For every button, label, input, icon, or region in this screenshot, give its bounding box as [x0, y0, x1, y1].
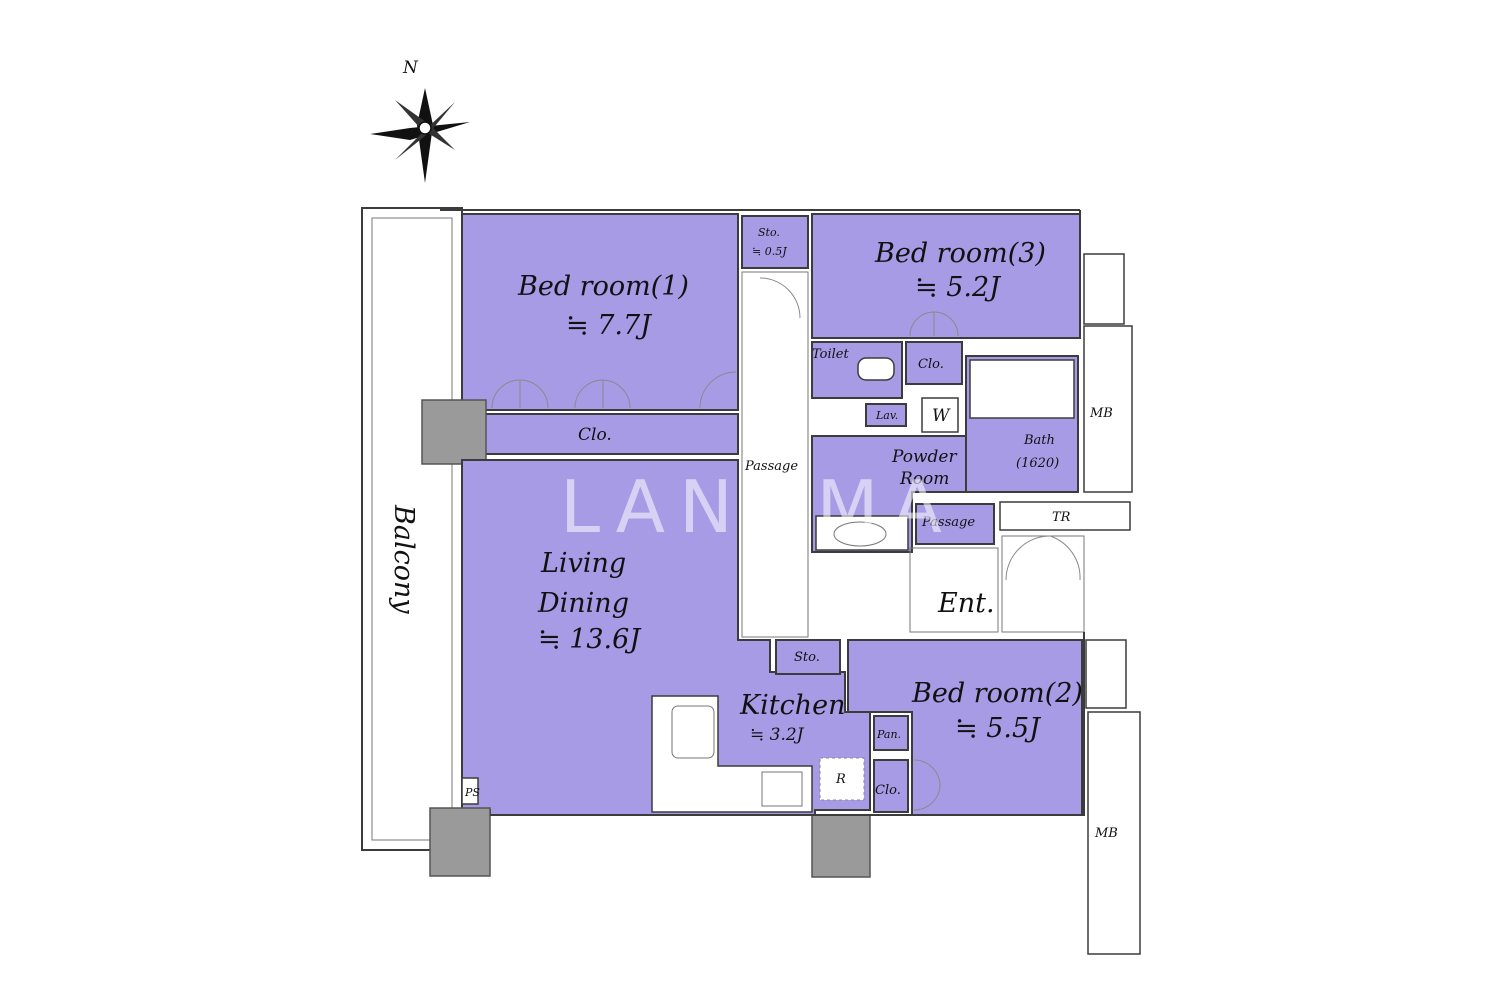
- toilet-icon: [857, 357, 895, 381]
- storage-kitchen: [775, 639, 841, 675]
- kitchen-name: Kitchen: [739, 690, 846, 721]
- kitchen-counter: [651, 695, 813, 813]
- sink-icon: [671, 705, 715, 759]
- living-size: ≒ 13.6J: [538, 624, 642, 655]
- pantry-label: Pan.: [876, 728, 901, 741]
- basin-icon: [833, 521, 887, 547]
- kitchen-size: ≒ 3.2J: [750, 725, 805, 745]
- compass-rose-icon: N: [370, 58, 470, 183]
- stove-icon: [761, 771, 803, 807]
- bath-label-2: (1620): [1016, 456, 1059, 471]
- pipe-space: [461, 777, 479, 805]
- structural-column: [421, 399, 487, 465]
- toilet-label: Toilet: [812, 347, 849, 362]
- bedroom-1: [461, 213, 739, 411]
- bedroom-1-size: ≒ 7.7J: [566, 310, 653, 341]
- meter-box-upper-label: MB: [1089, 406, 1113, 421]
- refrigerator: [819, 757, 865, 801]
- bedroom-1-name: Bed room(1): [517, 271, 689, 302]
- bath-label-1: Bath: [1023, 433, 1055, 448]
- balcony: Balcony: [361, 207, 463, 851]
- dining-name: Dining: [537, 588, 629, 619]
- meter-box-lower-label: MB: [1094, 826, 1118, 841]
- refrigerator-label: R: [835, 772, 846, 787]
- passage-label: Passage: [744, 459, 798, 474]
- watermark: LANDMA: [560, 465, 956, 549]
- entrance-label: Ent.: [937, 588, 995, 619]
- bedroom-2-size: ≒ 5.5J: [955, 713, 1042, 744]
- pipe-space-label: PS: [464, 786, 480, 799]
- trunk-room-label: TR: [1052, 510, 1071, 525]
- north-label: N: [402, 58, 419, 78]
- balcony-label: Balcony: [388, 504, 419, 614]
- bedroom-3-name: Bed room(3): [874, 238, 1046, 269]
- passage: [741, 271, 809, 638]
- structural-column: [811, 814, 871, 878]
- trunk-room: [999, 501, 1131, 531]
- bathtub-icon: [969, 359, 1075, 419]
- meter-box-upper: [1083, 325, 1133, 493]
- closet-doors: [491, 371, 737, 409]
- lavatory-label: Lav.: [875, 409, 898, 422]
- closet-b2: [873, 759, 909, 813]
- bedroom-2-name: Bed room(2): [911, 678, 1083, 709]
- storage-top: [741, 215, 809, 269]
- entrance: [909, 547, 999, 633]
- closet-b2-label: Clo.: [875, 783, 901, 798]
- washer-label: W: [932, 406, 951, 426]
- passage-small-label: Passage: [921, 515, 975, 530]
- powder-label-2: Room: [899, 469, 949, 489]
- bedroom-3: [811, 213, 1081, 339]
- storage-kitchen-label: Sto.: [794, 650, 820, 665]
- meter-box-lower: [1087, 711, 1141, 955]
- bedroom-2: [847, 639, 1083, 816]
- closet-main-label: Clo.: [578, 425, 612, 445]
- storage-top-size: ≒ 0.5J: [752, 245, 787, 258]
- living-name: Living: [540, 548, 626, 579]
- closet-b3-label: Clo.: [918, 357, 944, 372]
- storage-top-name: Sto.: [758, 226, 780, 239]
- washer-space: [921, 397, 959, 433]
- powder-label-1: Powder: [891, 447, 957, 467]
- lavatory: [865, 403, 907, 427]
- passage-small: [915, 503, 995, 545]
- closet-b3: [905, 341, 963, 385]
- pantry: [873, 715, 909, 751]
- bedroom-3-size: ≒ 5.2J: [915, 272, 1002, 303]
- structural-column: [429, 807, 491, 877]
